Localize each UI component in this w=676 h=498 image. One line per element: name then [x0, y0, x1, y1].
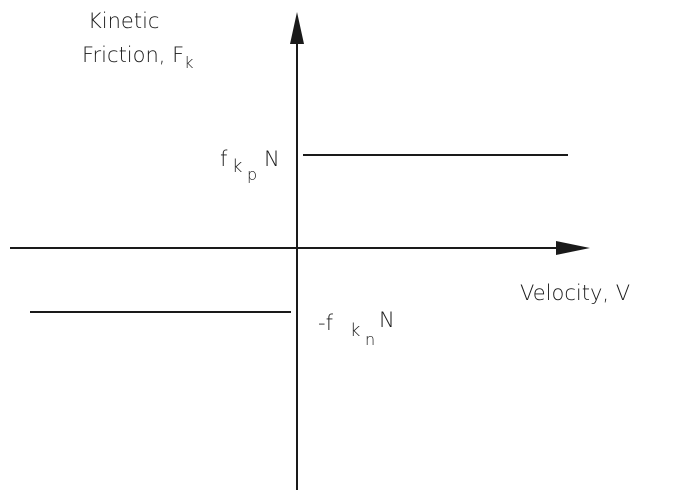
positive-level-label: f k p N: [220, 147, 280, 185]
negative-level-subscript: n: [365, 330, 375, 349]
positive-level-subscript: p: [247, 165, 257, 184]
x-axis-arrowhead: [556, 241, 590, 255]
positive-level-f: f: [220, 147, 228, 171]
y-axis-arrowhead: [290, 12, 304, 44]
y-axis-label-line1: Kinetic: [88, 9, 159, 33]
x-axis-label: Velocity, V: [520, 281, 630, 305]
positive-level-k: k: [232, 156, 242, 177]
y-axis-label-line2: Friction, Fk: [82, 43, 194, 72]
negative-level-label: -f k n N: [318, 308, 395, 350]
negative-level-N: N: [379, 308, 395, 332]
y-axis-label-main: Friction, F: [82, 43, 184, 67]
negative-level-f: -f: [318, 311, 334, 335]
negative-level-k: k: [350, 320, 360, 341]
y-axis-label-subscript: k: [184, 53, 193, 72]
positive-level-N: N: [264, 147, 280, 171]
